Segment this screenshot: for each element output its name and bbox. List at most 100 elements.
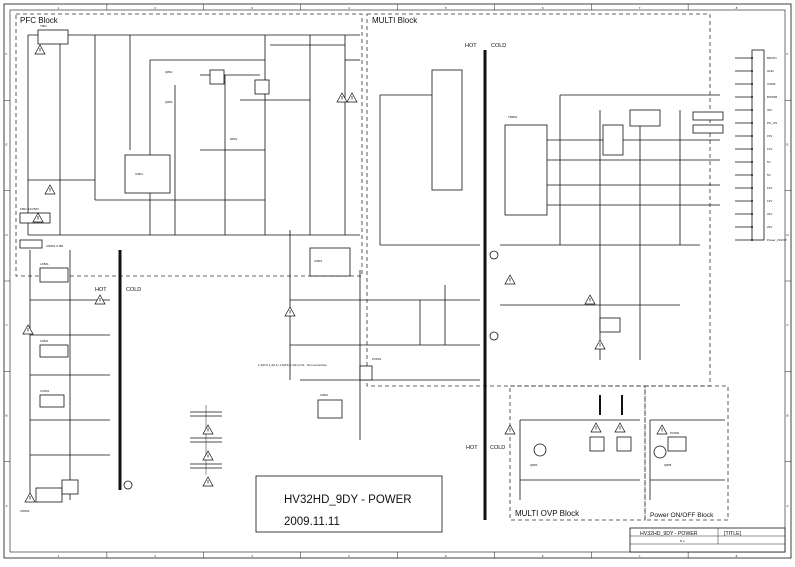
q802-label: Q802 [165,100,173,104]
input-filter [29,250,110,503]
ic802-box [317,399,343,419]
cn802-label: CN802 [20,509,30,513]
q805-label: Q805 [664,463,672,467]
q801-label: Q801 [165,70,173,74]
connector-pin-label: Power_ON/Off [767,238,787,242]
frame-col-label: 3 [251,6,253,10]
connector-pin-label: INV [767,108,772,112]
cn801-box [19,239,43,249]
multi-block-label: MULTI Block [372,16,418,25]
lx801-label: LX801 [40,262,49,266]
warning-triangles [22,44,668,503]
frame-col-label: 4 [348,554,350,558]
frame-row-label: E [6,143,8,147]
pfc-circuit [19,29,360,249]
connector-pin-label: BR/ON [767,56,777,60]
barrier-node-3 [123,480,133,490]
output-connector [751,49,765,241]
connector-pin-label: 24V [767,212,772,216]
standby-circuit [289,230,480,440]
frame-row-label: C [6,323,9,327]
connector-pin-label: B/PWM [767,95,778,99]
multi-ovp-block-label: MULTI OVP Block [515,509,580,518]
title-box [255,475,443,533]
cold-label-bottom: COLD [490,445,505,451]
connector-pin-label: 13V [767,199,772,203]
frame-col-label: 4 [348,6,350,10]
frame-col-label: 7 [639,6,641,10]
power-onoff-block-outline [644,385,729,521]
hot-label-bottom: HOT [466,445,478,451]
ic801-label: IC801 [135,172,143,176]
frame-col-label: 6 [542,6,544,10]
frame-row-label: B [6,414,8,418]
tm801-secondary [504,124,548,216]
multi-block-outline [366,13,711,387]
frame-col-label: 2 [154,6,156,10]
multi-ovp-block-outline [509,385,646,521]
ovp-circuit [519,395,640,500]
frame-row-label: F [6,52,8,56]
frame-col-label: 1 [57,554,59,558]
pc802-label: PC802 [670,431,680,435]
frame-col-label: 8 [736,554,738,558]
cold-label-top: COLD [491,43,506,49]
tm801-label: TM801 [508,115,518,119]
connector-pin-label: 15V [767,134,772,138]
connector-pin-label: 5V [767,173,771,177]
power-onoff-block-label: Power ON/OFF Block [650,512,714,519]
inner-frame [9,9,786,553]
title-block [629,527,786,553]
pc801-label: PC801 [372,357,382,361]
title-box-date: 2009.11.11 [284,516,340,528]
lf801-label: LF801 [40,339,49,343]
q803-label: Q803 [530,463,538,467]
frame-row-label: F [787,52,789,56]
t801-box [37,29,69,45]
connector-pin-label: 5V [767,160,771,164]
ic802-label: IC802 [320,393,328,397]
frame-col-label: 5 [445,554,447,558]
barrier-node-2 [489,331,499,341]
connector-pin-label: GND [767,69,775,73]
connector-pin-label: A/DIM [767,82,776,86]
frame-row-label: D [787,233,790,237]
frame-col-label: 5 [445,6,447,10]
ic803-box [309,247,351,277]
title-block-tag: [TITLE] [724,531,742,537]
hot-label-top: HOT [465,43,477,49]
pfc-block-outline [15,13,363,277]
frame-col-label: 2 [154,554,156,558]
tm801-primary [431,69,463,191]
title-block-rev: R e [680,539,685,543]
connector-pin-label: 13V [767,186,772,190]
frame-col-label: 3 [251,554,253,558]
frame-row-label: A [6,504,8,508]
title-box-title: HV32HD_9DY - POWER [284,494,412,506]
cn802-box [35,487,63,503]
frame-row-label: C [787,323,790,327]
outer-frame [3,3,792,559]
multi-circuit [379,69,724,360]
t801-label: T801 [40,24,47,28]
connector-pin-label: 24V [767,225,772,229]
connector-pins: BR/ON GND A/DIM B/PWM INV PS_ON 15V 13V 5V 5V 13V 1… [735,56,787,242]
frame-col-label: 7 [639,554,641,558]
frame-col-label: 6 [542,554,544,558]
hot-label-left: HOT [95,287,107,293]
power-onoff-circuit [649,419,725,500]
cold-label-left: COLD [126,287,141,293]
connector-pin-label: 13V [767,147,772,151]
connector-pin-label: PS_ON [767,121,777,125]
pfc-block-label: PFC Block [20,16,59,25]
cx801-label: CX801 [40,389,50,393]
frame-col-label: 1 [57,6,59,10]
frame-row-label: A [787,504,789,508]
ic803-label: IC803 [314,259,322,263]
capacitors-middle [190,405,222,475]
frame-row-label: B [787,414,789,418]
d801-label: D801 [230,137,238,141]
frame-row-label: E [787,143,789,147]
